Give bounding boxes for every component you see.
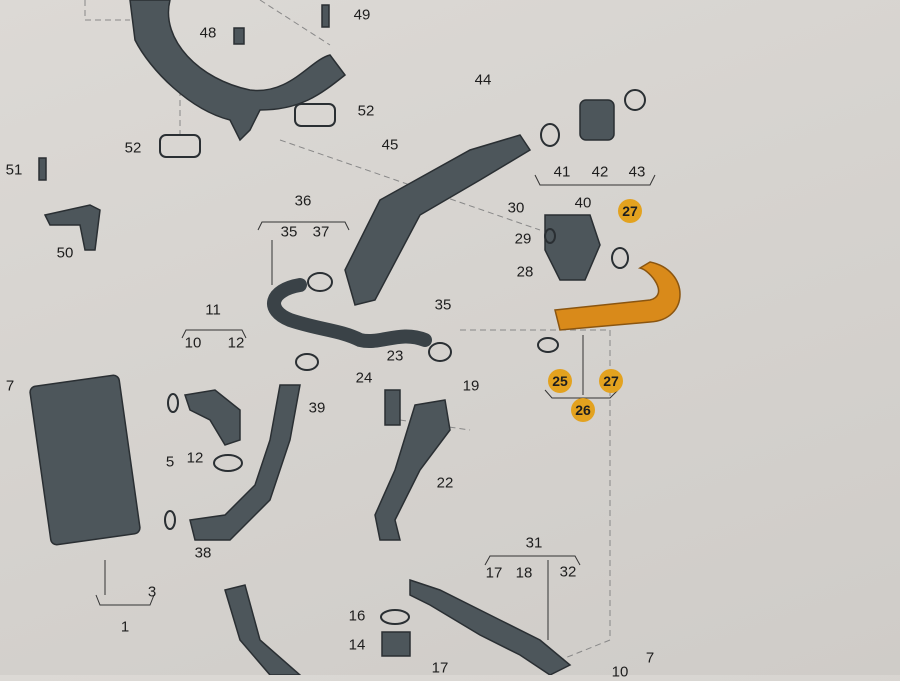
bolt-48 [233,27,245,45]
bolt-49 [321,4,330,28]
label-48: 48 [199,24,217,42]
label-12: 12 [186,449,204,467]
pipe-31 [409,578,572,675]
pipe-38 [189,384,301,541]
pipe-22 [374,399,451,541]
label-35: 35 [280,223,298,241]
label-32: 32 [559,563,577,581]
label-35: 35 [434,296,452,314]
label-29: 29 [514,230,532,248]
label-1: 1 [120,618,130,636]
label-31: 31 [525,534,543,552]
highlighted-label-25: 25 [548,369,572,393]
highlighted-label-27: 27 [618,199,642,223]
label-7: 7 [5,377,15,395]
label-23: 23 [386,347,404,365]
hose-12 [184,389,241,446]
label-5: 5 [165,453,175,471]
label-11: 11 [205,301,221,319]
label-16: 16 [348,607,366,625]
label-3: 3 [147,583,157,601]
bolt-51 [38,157,47,181]
label-17: 17 [431,659,449,677]
highlighted-label-26: 26 [571,398,595,422]
label-37: 37 [312,223,330,241]
label-14: 14 [348,636,366,654]
label-19: 19 [462,377,480,395]
label-44: 44 [474,71,492,89]
label-45: 45 [381,136,399,154]
label-50: 50 [56,244,74,262]
exhaust-manifold [129,0,347,142]
parts [29,0,615,675]
part-50 [43,204,101,251]
hose-26-highlighted [554,261,681,331]
label-39: 39 [308,399,326,417]
label-22: 22 [436,474,454,492]
label-28: 28 [516,263,534,281]
label-24: 24 [355,369,373,387]
label-30: 30 [507,199,525,217]
label-36: 36 [294,192,312,210]
lower-pipe [224,584,302,675]
label-38: 38 [194,544,212,562]
label-49: 49 [353,6,371,24]
part-14 [381,631,411,657]
highlighted-label-27: 27 [599,369,623,393]
throttle-body-28 [544,214,601,281]
label-7: 7 [645,649,655,667]
label-41: 41 [553,163,571,181]
hose-36 [267,278,432,348]
label-40: 40 [574,194,592,212]
label-52: 52 [124,139,142,157]
label-10: 10 [184,334,202,352]
charge-pipe [344,134,532,306]
intercooler-1 [29,374,141,546]
label-18: 18 [515,564,533,582]
clamps-and-gaskets [159,89,646,625]
label-12: 12 [227,334,245,352]
filter-42 [579,99,615,141]
bracket-lines [95,174,656,640]
label-43: 43 [628,163,646,181]
label-52: 52 [357,102,375,120]
label-51: 51 [5,161,23,179]
label-10: 10 [611,663,629,681]
label-42: 42 [591,163,609,181]
sensor-23 [384,389,401,426]
label-17: 17 [485,564,503,582]
